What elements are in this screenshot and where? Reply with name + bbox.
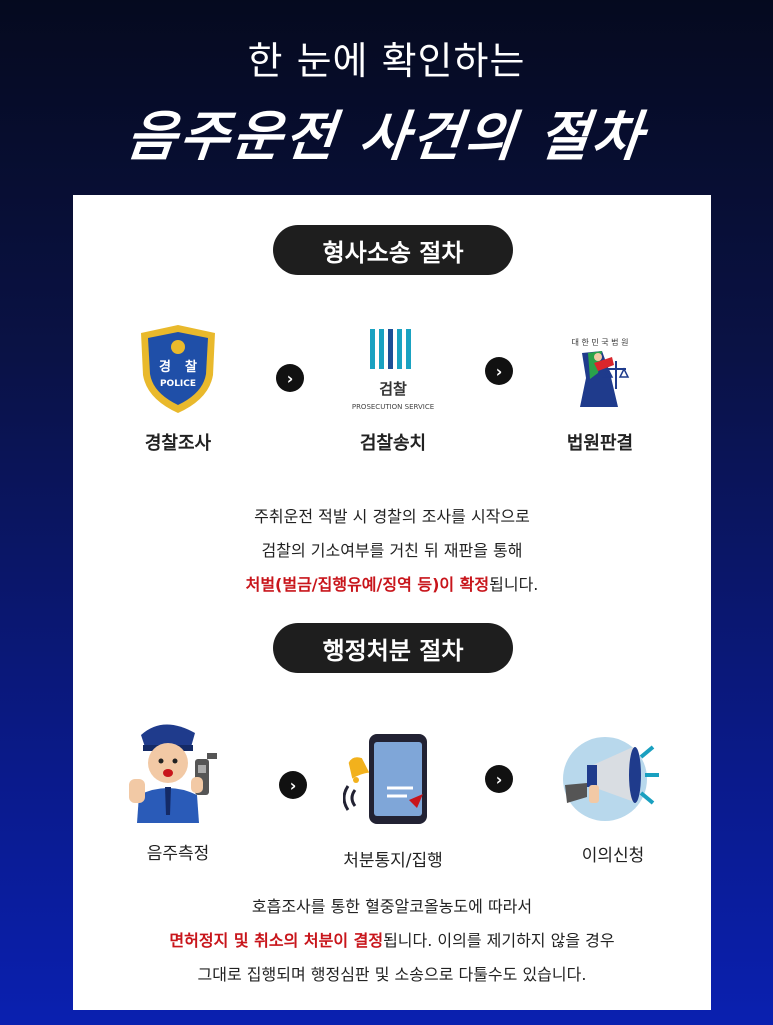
- step-label: 음주측정: [146, 844, 210, 864]
- desc-highlight: 면허정지 및 취소의 처분이 결정: [169, 931, 384, 950]
- page-subtitle: 한 눈에 확인하는: [247, 39, 526, 83]
- administrative-procedure-heading: 행정처분 절차: [273, 623, 513, 673]
- desc-text: 됩니다.: [489, 575, 539, 594]
- phone-notification-icon: [343, 734, 427, 824]
- desc-text: 됩니다. 이의를 제기하지 않을 경우: [383, 931, 615, 950]
- header: 한 눈에 확인하는 음주운전 사건의 절차: [0, 0, 773, 195]
- step-label: 경찰조사: [144, 433, 212, 454]
- badge-text-left: 경: [159, 359, 171, 375]
- arrow-icon: ›: [276, 364, 304, 392]
- police-badge-icon: 경 찰 POLICE: [141, 325, 215, 413]
- step-prosecution: 검찰 PROSECUTION SERVICE 검찰송치: [318, 323, 468, 455]
- step-alcohol-test: 음주측정: [103, 715, 253, 864]
- arrow-icon: ›: [279, 771, 307, 799]
- step-appeal: 이의신청: [538, 725, 688, 866]
- step-label: 검찰송치: [359, 433, 427, 454]
- step-court-judgment: 대 한 민 국 법 원 법원판결: [525, 323, 675, 455]
- desc-line: 면허정지 및 취소의 처분이 결정됩니다. 이의를 제기하지 않을 경우: [73, 924, 711, 958]
- badge-text-right: 찰: [185, 359, 197, 375]
- desc-line: 호흡조사를 통한 혈중알코올농도에 따라서: [251, 897, 533, 916]
- desc-line: 처벌(벌금/집행유예/징역 등)이 확정됩니다.: [73, 568, 711, 602]
- step-label: 처분통지/집행: [343, 851, 443, 871]
- administrative-description: 호흡조사를 통한 혈중알코올농도에 따라서 면허정지 및 취소의 처분이 결정됩…: [73, 890, 711, 992]
- step-notification: 처분통지/집행: [318, 730, 468, 871]
- badge-text-police: POLICE: [160, 379, 196, 389]
- procedure-card: 형사소송 절차 경 찰 POLICE 경찰조사 › 검찰 PROSECUTION…: [73, 195, 711, 1010]
- prosecution-icon: 검찰 PROSECUTION SERVICE: [352, 329, 434, 411]
- page-title: 음주운전 사건의 절차: [123, 104, 649, 168]
- step-police-investigation: 경 찰 POLICE 경찰조사: [103, 323, 253, 455]
- megaphone-icon: [563, 737, 659, 821]
- court-icon: 대 한 민 국 법 원: [572, 337, 630, 407]
- criminal-description: 주취운전 적발 시 경찰의 조사를 시작으로 검찰의 기소여부를 거친 뒤 재판…: [73, 500, 711, 602]
- police-officer-icon: [129, 724, 217, 823]
- prosecution-logo-kr: 검찰: [379, 380, 407, 398]
- desc-line: 주취운전 적발 시 경찰의 조사를 시작으로: [254, 507, 530, 526]
- prosecution-logo-en: PROSECUTION SERVICE: [352, 403, 434, 411]
- court-arc-text: 대 한 민 국 법 원: [572, 337, 629, 347]
- step-label: 법원판결: [566, 433, 634, 454]
- desc-line: 그대로 집행되며 행정심판 및 소송으로 다툴수도 있습니다.: [197, 965, 587, 984]
- step-label: 이의신청: [581, 846, 645, 866]
- desc-highlight: 처벌(벌금/집행유예/징역 등)이 확정: [245, 575, 490, 594]
- criminal-procedure-heading: 형사소송 절차: [273, 225, 513, 275]
- desc-line: 검찰의 기소여부를 거친 뒤 재판을 통해: [261, 541, 523, 560]
- arrow-icon: ›: [485, 765, 513, 793]
- arrow-icon: ›: [485, 357, 513, 385]
